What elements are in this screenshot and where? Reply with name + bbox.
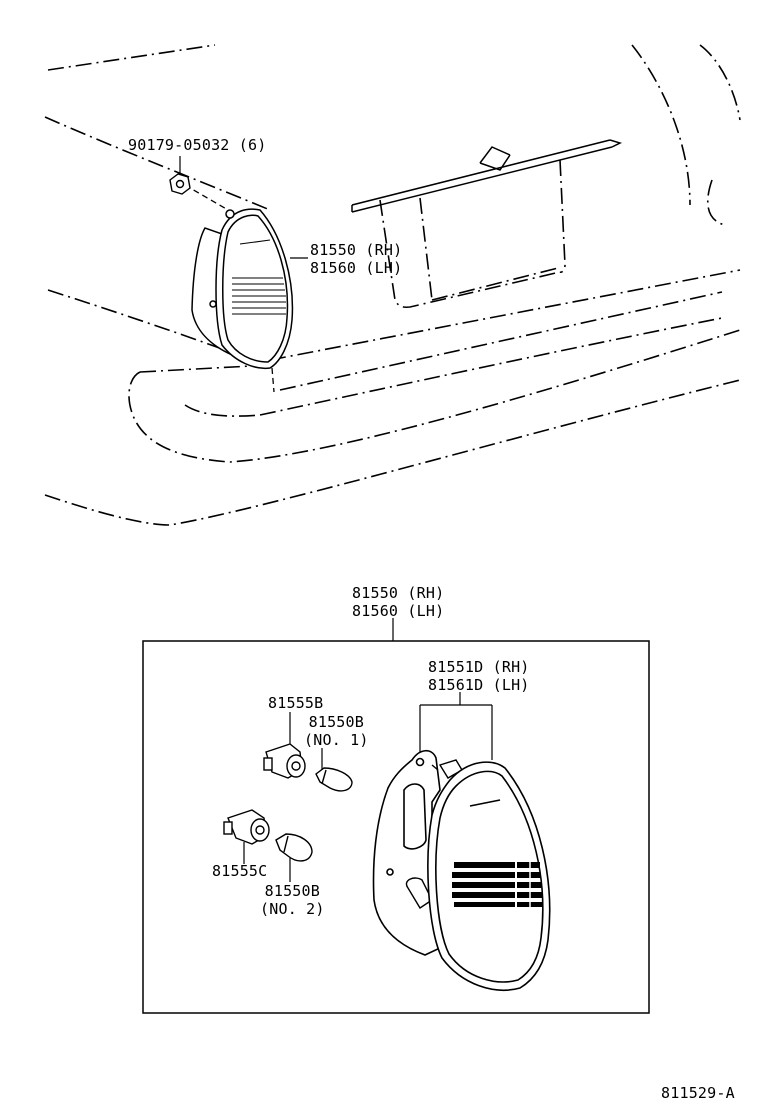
callout-leaders-no1 <box>289 712 323 770</box>
nut-part-label: 90179-05032 (6) <box>128 136 267 154</box>
bulb-no2-part-label: 81550B <box>264 882 320 900</box>
bulb-no2-tag-label: (NO. 2) <box>260 900 325 918</box>
lens-rh-label: 81551D (RH) <box>428 658 530 676</box>
license-plate-recess <box>351 139 623 213</box>
tail-lamp-overview <box>191 208 294 370</box>
bulb-no1-icon <box>315 767 353 792</box>
detail-lamp-rh-label: 81550 (RH) <box>352 584 445 602</box>
bulb-no1-tag-label: (NO. 1) <box>304 731 369 749</box>
tail-lamp-overview-ribs <box>232 239 286 315</box>
lens-lh-label: 81561D (LH) <box>428 676 530 694</box>
overview-lamp-rh-label: 81550 (RH) <box>310 241 403 259</box>
vehicle-rear-outline <box>44 44 741 526</box>
lens-label: 81551D (RH) 81561D (LH) <box>428 658 530 694</box>
detail-box <box>142 640 650 1014</box>
socket-no1-icon <box>263 743 306 779</box>
mount-leader <box>184 184 275 393</box>
bulb-no2-icon <box>275 833 313 862</box>
lamp-lens-ribs <box>452 860 542 908</box>
socket-no1-label: 81555B <box>268 694 324 712</box>
socket-no2-icon <box>223 809 270 845</box>
bulb-no1-part-label: 81550B <box>308 713 364 731</box>
socket-no2-label: 81555C <box>212 862 268 880</box>
reference-code: 811529-A <box>661 1084 735 1102</box>
overview-lamp-lh-label: 81560 (LH) <box>310 259 403 277</box>
detail-header-label: 81550 (RH) 81560 (LH) <box>352 584 444 620</box>
detail-lamp-lh-label: 81560 (LH) <box>352 602 445 620</box>
nut-icon <box>169 173 191 195</box>
bulb-no2-label: 81550B (NO. 2) <box>260 882 325 918</box>
callout-leaders-no2 <box>243 842 291 882</box>
lens-leader <box>419 692 493 760</box>
license-plate-outline <box>379 159 566 309</box>
overview-lamp-label: 81550 (RH) 81560 (LH) <box>310 241 402 277</box>
bulb-no1-label: 81550B (NO. 1) <box>304 713 369 749</box>
